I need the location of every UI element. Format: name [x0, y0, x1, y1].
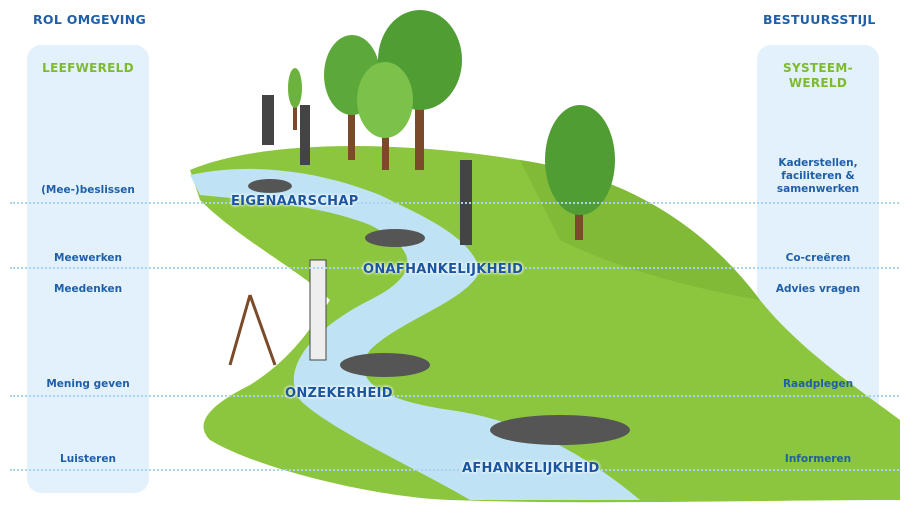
left-item-luisteren: Luisteren [60, 453, 116, 465]
stage-afhankelijkheid: AFHANKELIJKHEID [462, 461, 600, 476]
bestuursstijl-heading: BESTUURSSTIJL [763, 12, 876, 27]
right-item-raadplegen: Raadplegen [782, 378, 854, 390]
right-item-informeren: Informeren [784, 453, 852, 465]
level-line-3 [10, 395, 899, 397]
left-item-mening-geven: Mening geven [46, 378, 130, 390]
level-line-4 [10, 469, 899, 471]
right-item-samenwerken: samenwerken [776, 183, 860, 195]
stage-eigenaarschap: EIGENAARSCHAP [231, 194, 359, 209]
left-item-meedenken: Meedenken [53, 283, 123, 295]
systeemwereld-title-1: SYSTEEM- [783, 61, 853, 75]
level-line-2 [10, 267, 899, 269]
leefwereld-title: LEEFWERELD [42, 61, 134, 75]
stage-onzekerheid: ONZEKERHEID [285, 386, 393, 401]
right-item-co-creeren: Co-creëren [785, 252, 851, 264]
left-item-meewerken: Meewerken [54, 252, 122, 264]
leefwereld-column [27, 45, 149, 493]
people [228, 95, 472, 366]
rocks [248, 179, 630, 445]
systeemwereld-title-2: WERELD [788, 76, 848, 90]
left-item-mee-beslissen: (Mee-)beslissen [41, 184, 135, 196]
rol-omgeving-heading: ROL OMGEVING [33, 12, 147, 27]
trees [288, 10, 615, 240]
right-item-advies-vragen: Advies vragen [775, 283, 861, 295]
right-item-faciliteren: faciliteren & [781, 170, 855, 182]
level-line-1 [10, 202, 899, 204]
right-item-kaderstellen: Kaderstellen, [778, 157, 858, 169]
stage-onafhankelijkheid: ONAFHANKELIJKHEID [363, 262, 524, 277]
